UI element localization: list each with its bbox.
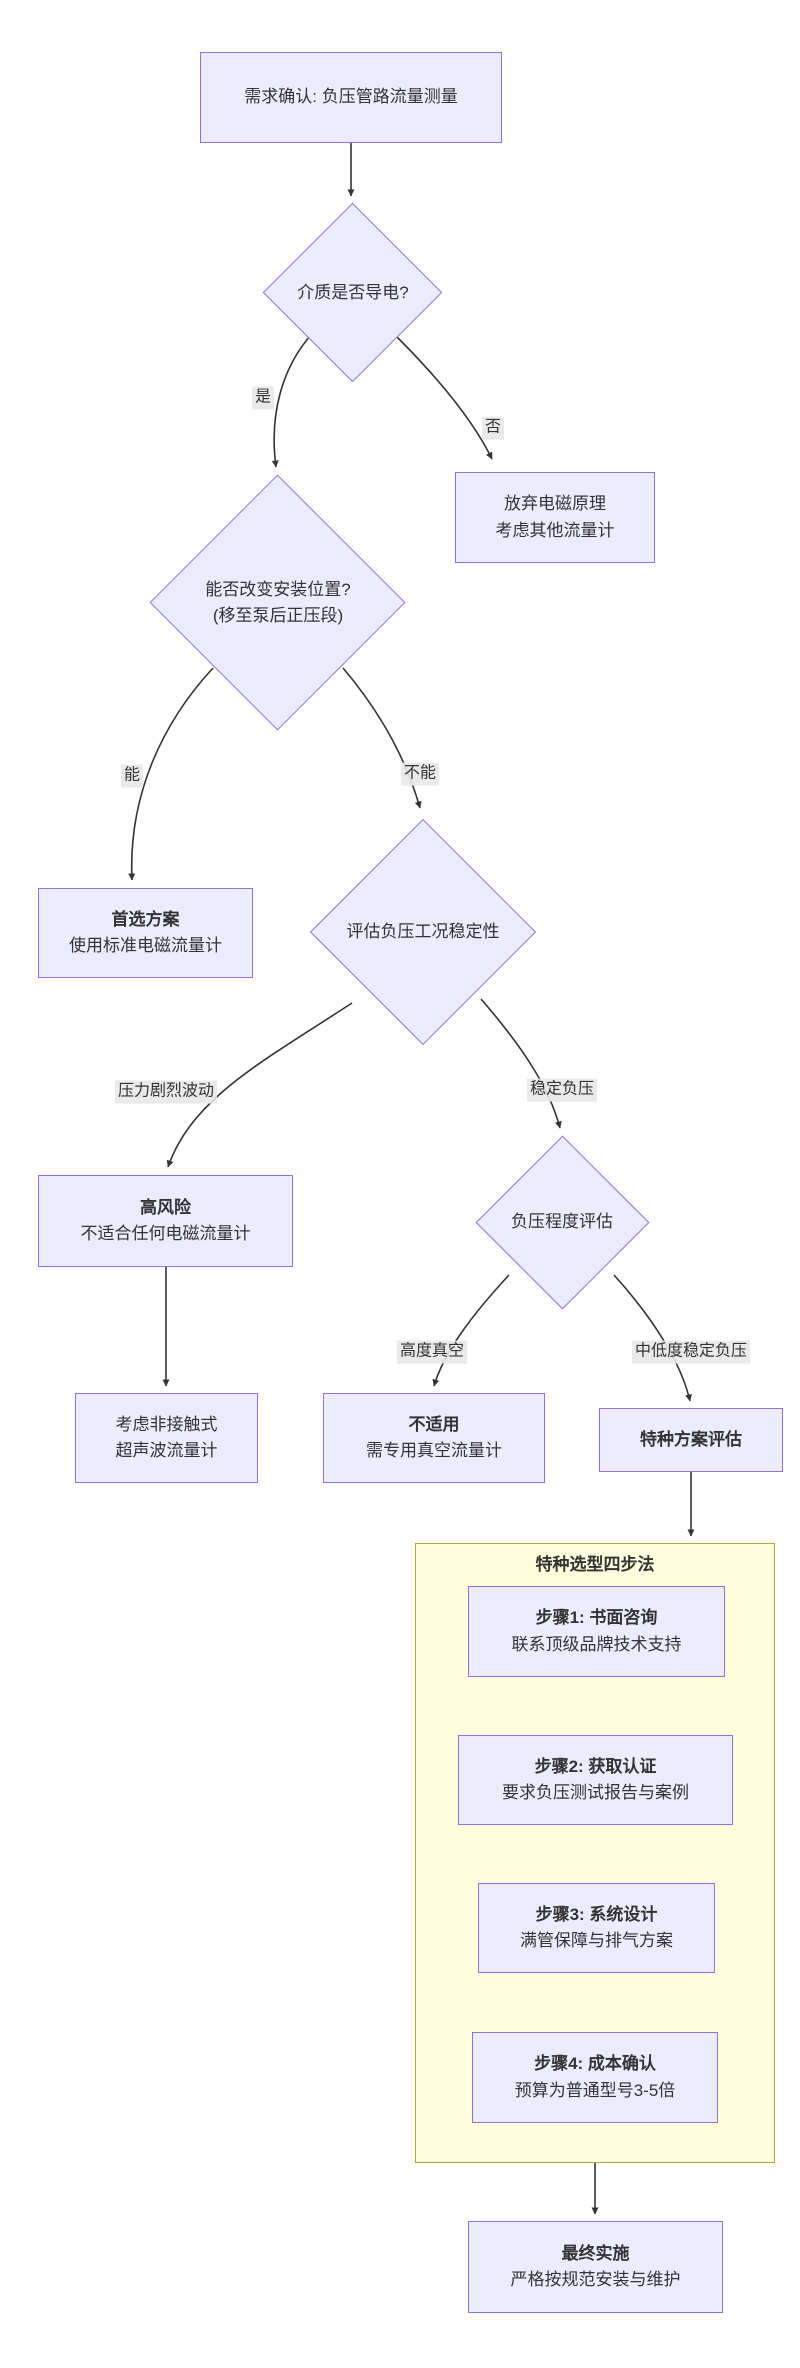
node-step3-title: 步骤3: 系统设计 <box>535 1904 658 1924</box>
node-abandon-electromagnetic: 放弃电磁原理 考虑其他流量计 <box>455 472 655 563</box>
node-abandon-line2: 考虑其他流量计 <box>495 520 615 540</box>
edge-conductive-abandon <box>396 336 493 460</box>
node-preferred-title: 首选方案 <box>111 909 180 929</box>
node-preferred-plan: 首选方案 使用标准电磁流量计 <box>38 888 253 978</box>
node-special-evaluation: 特种方案评估 <box>599 1408 783 1472</box>
edge-conductive-relocate <box>271 334 312 468</box>
node-step2-subtitle: 要求负压测试报告与案例 <box>502 1783 689 1802</box>
node-not-applicable-title: 不适用 <box>408 1414 460 1434</box>
node-requirement: 需求确认: 负压管路流量测量 <box>200 52 502 143</box>
node-ultrasonic: 考虑非接触式 超声波流量计 <box>75 1393 258 1483</box>
subgraph-title: 特种选型四步法 <box>535 1555 655 1574</box>
decision-medium-conductive-label: 介质是否导电? <box>297 283 409 302</box>
edge-label-mid-low: 中低度稳定负压 <box>631 1340 751 1364</box>
node-step4: 步骤4: 成本确认 预算为普通型号3-5倍 <box>472 2032 718 2123</box>
node-abandon-line1: 放弃电磁原理 <box>504 494 606 514</box>
edge-stability-highrisk <box>166 1002 353 1168</box>
node-final-title: 最终实施 <box>561 2243 630 2263</box>
node-not-applicable: 不适用 需专用真空流量计 <box>323 1393 545 1483</box>
decision-relocate-line2: (移至泵后正压段) <box>212 605 344 625</box>
node-step2: 步骤2: 获取认证 要求负压测试报告与案例 <box>458 1735 733 1825</box>
edge-label-can: 能 <box>120 764 144 788</box>
node-step1-title: 步骤1: 书面咨询 <box>535 1608 658 1628</box>
node-step1: 步骤1: 书面咨询 联系顶级品牌技术支持 <box>468 1586 725 1677</box>
node-high-risk-subtitle: 不适合任何电磁流量计 <box>80 1224 251 1243</box>
edge-label-cannot: 不能 <box>400 762 440 786</box>
decision-relocate-line1: 能否改变安装位置? <box>205 580 351 599</box>
edge-relocate-preferred <box>128 667 214 881</box>
decision-vacuum-degree-label: 负压程度评估 <box>511 1212 613 1231</box>
edge-label-yes: 是 <box>251 386 275 410</box>
node-step4-title: 步骤4: 成本确认 <box>534 2054 656 2074</box>
edge-label-no: 否 <box>481 416 505 440</box>
node-step3-subtitle: 满管保障与排气方案 <box>520 1931 673 1950</box>
node-special-evaluation-title: 特种方案评估 <box>640 1429 742 1449</box>
decision-relocate-install-label: 能否改变安装位置? (移至泵后正压段) <box>158 577 398 628</box>
node-step4-subtitle: 预算为普通型号3-5倍 <box>514 2080 676 2100</box>
node-not-applicable-subtitle: 需专用真空流量计 <box>366 1441 502 1460</box>
edge-label-high-vacuum: 高度真空 <box>396 1340 468 1364</box>
node-ultrasonic-line2: 超声波流量计 <box>115 1441 218 1460</box>
decision-vacuum-stability-label: 评估负压工况稳定性 <box>346 922 500 941</box>
node-step2-title: 步骤2: 获取认证 <box>534 1756 657 1776</box>
node-step3: 步骤3: 系统设计 满管保障与排气方案 <box>478 1883 715 1973</box>
edge-stability-degree <box>480 998 562 1129</box>
edge-label-fluctuating: 压力剧烈波动 <box>114 1080 218 1104</box>
node-final-implementation: 最终实施 严格按规范安装与维护 <box>468 2221 723 2313</box>
node-high-risk-title: 高风险 <box>140 1197 191 1217</box>
edge-degree-special <box>613 1274 692 1402</box>
edge-label-stable: 稳定负压 <box>526 1078 598 1102</box>
edge-degree-notapplicable <box>432 1274 510 1387</box>
node-high-risk: 高风险 不适合任何电磁流量计 <box>38 1175 293 1267</box>
node-preferred-subtitle: 使用标准电磁流量计 <box>69 936 222 955</box>
node-final-subtitle: 严格按规范安装与维护 <box>510 2270 681 2289</box>
node-step1-subtitle: 联系顶级品牌技术支持 <box>511 1634 682 1654</box>
node-ultrasonic-line1: 考虑非接触式 <box>115 1414 218 1434</box>
edge-relocate-stability <box>342 667 422 809</box>
